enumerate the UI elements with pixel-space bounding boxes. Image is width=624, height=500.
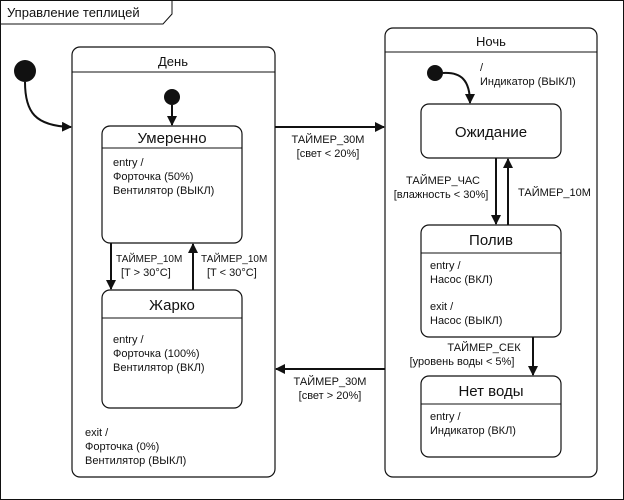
diagram-title: Управление теплицей [7, 5, 140, 20]
day-initial-state [164, 89, 180, 105]
state-watering-name: Полив [469, 232, 513, 249]
state-watering: Полив entry / Насос (ВКЛ) exit / Насос (… [420, 224, 562, 338]
state-moderate: Умеренно entry / Форточка (50%) Вентилят… [101, 125, 243, 244]
hot-to-moderate-label-1: ТАЙМЕР_10М [201, 252, 267, 265]
state-moderate-action-2: Форточка (50%) [113, 171, 193, 183]
composite-state-day-name: День [158, 54, 188, 69]
day-exit-line-2: Форточка (0%) [85, 441, 159, 453]
night-initial-state [427, 65, 443, 81]
moderate-to-hot-label-2: [T > 30°C] [121, 267, 171, 279]
moderate-to-hot-label-1: ТАЙМЕР_10М [116, 252, 182, 265]
night-initial-label-2: Индикатор (ВЫКЛ) [480, 76, 576, 88]
state-watering-action-5: Насос (ВЫКЛ) [430, 315, 502, 327]
day-exit-line-3: Вентилятор (ВЫКЛ) [85, 455, 186, 467]
state-hot-action-3: Вентилятор (ВКЛ) [113, 362, 205, 374]
watering-to-no-water-label-2: [уровень воды < 5%] [410, 356, 515, 368]
state-watering-action-2: Насос (ВКЛ) [430, 274, 493, 286]
night-to-day-label-1: ТАЙМЕР_30М [294, 375, 367, 388]
state-watering-action-1: entry / [430, 260, 462, 272]
state-hot-action-2: Форточка (100%) [113, 348, 200, 360]
state-no-water-action-1: entry / [430, 411, 462, 423]
state-watering-action-4: exit / [430, 301, 454, 313]
composite-state-night-name: Ночь [476, 34, 506, 49]
title-tab [0, 0, 173, 25]
waiting-to-watering-label-1: ТАЙМЕР_ЧАС [406, 174, 480, 187]
watering-to-no-water-label-1: ТАЙМЕР_СЕК [447, 341, 521, 354]
transition-night-initial-to-waiting [442, 71, 475, 104]
transition-initial-to-day [24, 81, 72, 132]
state-moderate-name: Умеренно [137, 130, 206, 147]
night-initial-label-1: / [480, 62, 484, 74]
state-no-water-name: Нет воды [458, 383, 523, 400]
hot-to-moderate-label-2: [T < 30°C] [207, 267, 257, 279]
state-no-water: Нет воды entry / Индикатор (ВКЛ) [420, 375, 562, 458]
state-hot: Жарко entry / Форточка (100%) Вентилятор… [101, 289, 243, 409]
watering-to-waiting-label: ТАЙМЕР_10М [518, 186, 591, 199]
day-to-night-label-2: [свет < 20%] [297, 148, 360, 160]
top-initial-state [14, 60, 36, 82]
waiting-to-watering-label-2: [влажность < 30%] [394, 189, 489, 201]
day-to-night-label-1: ТАЙМЕР_30М [292, 133, 365, 146]
state-moderate-action-3: Вентилятор (ВЫКЛ) [113, 185, 214, 197]
state-waiting-name: Ожидание [455, 124, 527, 141]
state-waiting: Ожидание [420, 103, 562, 159]
night-to-day-label-2: [свет > 20%] [299, 390, 362, 402]
state-moderate-action-1: entry / [113, 157, 145, 169]
state-hot-name: Жарко [149, 297, 195, 314]
day-exit-line-1: exit / [85, 427, 109, 439]
state-hot-action-1: entry / [113, 334, 145, 346]
state-no-water-action-2: Индикатор (ВКЛ) [430, 425, 516, 437]
